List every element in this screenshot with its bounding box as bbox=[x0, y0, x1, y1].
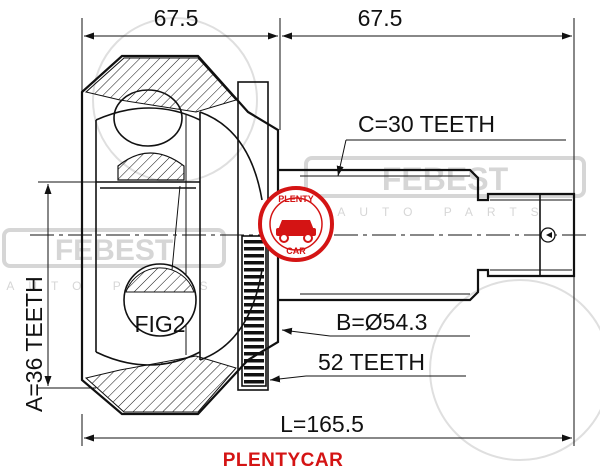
abs-teeth-label: 52 TEETH bbox=[318, 349, 425, 375]
abs-tooth bbox=[244, 366, 264, 370]
brand-footer: PLENTYCAR bbox=[223, 450, 344, 471]
abs-tooth bbox=[244, 296, 264, 300]
dimension-diameter-b: B=Ø54.3 bbox=[281, 309, 470, 337]
ball-cage bbox=[96, 89, 200, 337]
dim-top-right: 67.5 bbox=[358, 5, 403, 31]
svg-text:FEBEST: FEBEST bbox=[55, 234, 173, 267]
abs-tooth bbox=[244, 289, 264, 293]
svg-text:PLENTY: PLENTY bbox=[278, 194, 314, 204]
abs-tooth bbox=[244, 352, 264, 356]
watermark-ring-right bbox=[429, 279, 600, 461]
abs-tooth bbox=[244, 373, 264, 377]
plentycar-stamp: PLENTY CAR bbox=[258, 186, 334, 262]
abs-tooth bbox=[244, 317, 264, 321]
diameter-b-label: B=Ø54.3 bbox=[336, 309, 427, 335]
dimension-spline-a: A=36 TEETH bbox=[21, 181, 198, 412]
dim-top-left: 67.5 bbox=[154, 5, 199, 31]
abs-tooth bbox=[244, 254, 264, 258]
abs-tooth bbox=[244, 247, 264, 251]
abs-tooth bbox=[244, 380, 264, 384]
abs-tooth bbox=[244, 331, 264, 335]
svg-text:AUTO PARTS: AUTO PARTS bbox=[337, 205, 552, 219]
car-icon bbox=[278, 220, 314, 230]
abs-tooth bbox=[244, 275, 264, 279]
abs-ring-teeth bbox=[244, 240, 264, 384]
abs-ring bbox=[237, 81, 269, 391]
abs-tooth bbox=[244, 261, 264, 265]
fig2-label: FIG2 bbox=[134, 311, 185, 337]
svg-text:CAR: CAR bbox=[286, 246, 306, 256]
abs-tooth bbox=[244, 310, 264, 314]
abs-tooth bbox=[244, 338, 264, 342]
dimension-abs-teeth: 52 TEETH bbox=[269, 349, 466, 383]
spline-c-label: C=30 TEETH bbox=[358, 111, 495, 137]
length-label: L=165.5 bbox=[280, 411, 364, 437]
abs-tooth bbox=[244, 359, 264, 363]
dimension-spline-c: C=30 TEETH bbox=[336, 111, 566, 177]
spline-a-label: A=36 TEETH bbox=[21, 276, 47, 412]
abs-tooth bbox=[244, 268, 264, 272]
abs-tooth bbox=[244, 240, 264, 244]
abs-tooth bbox=[244, 303, 264, 307]
svg-text:FEBEST: FEBEST bbox=[382, 161, 509, 197]
stub-shaft bbox=[278, 168, 576, 302]
abs-tooth bbox=[244, 324, 264, 328]
dimension-length: L=165.5 bbox=[81, 276, 575, 446]
abs-tooth bbox=[244, 282, 264, 286]
dimension-top: 67.5 67.5 bbox=[81, 5, 575, 194]
abs-tooth bbox=[244, 345, 264, 349]
watermark-logo-right: FEBEST AUTO PARTS bbox=[304, 156, 586, 219]
